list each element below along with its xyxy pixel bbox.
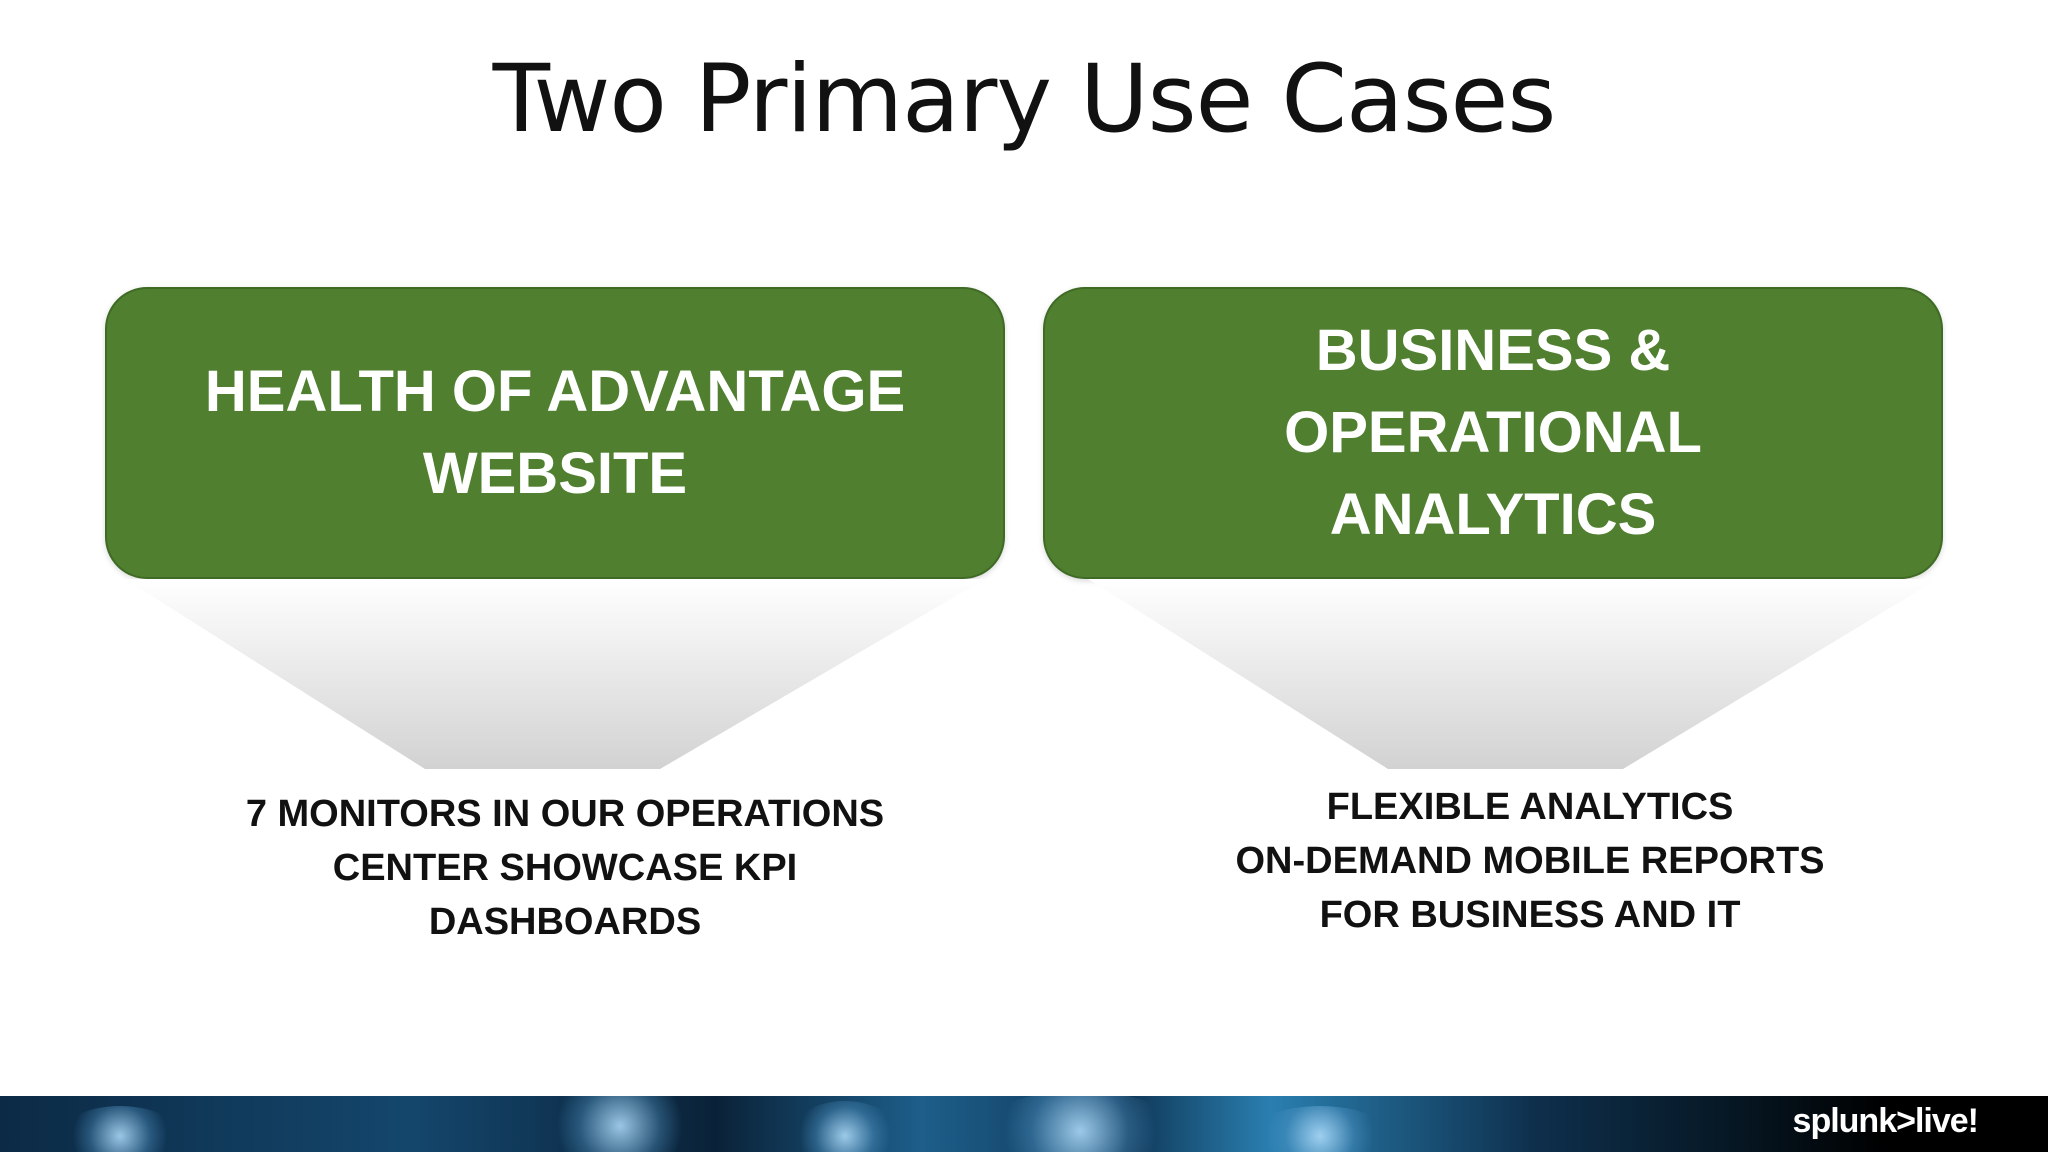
use-case-heading: HEALTH OF ADVANTAGE WEBSITE — [145, 351, 965, 515]
footer-banner: splunk>live! — [0, 1096, 2048, 1152]
footer-decoration — [60, 1106, 180, 1152]
funnel-shape — [125, 579, 985, 769]
splunk-live-logo: splunk>live! — [1792, 1102, 1979, 1140]
description-line: FOR BUSINESS AND IT — [1319, 894, 1741, 936]
footer-decoration — [1250, 1106, 1390, 1152]
use-case-description: 7 MONITORS IN OUR OPERATIONS CENTER SHOW… — [205, 787, 925, 949]
description-line: DASHBOARDS — [428, 901, 702, 943]
footer-decoration — [980, 1096, 1180, 1152]
use-case-card-health: HEALTH OF ADVANTAGE WEBSITE — [105, 287, 1005, 579]
footer-decoration — [790, 1101, 900, 1152]
use-case-heading-line: ANALYTICS — [1329, 482, 1657, 547]
description-line: ON-DEMAND MOBILE REPORTS — [1235, 840, 1825, 882]
footer-decoration — [540, 1096, 700, 1152]
use-case-card-analytics: BUSINESS & OPERATIONAL ANALYTICS — [1043, 287, 1943, 579]
description-line: CENTER SHOWCASE KPI — [332, 847, 798, 889]
description-line: 7 MONITORS IN OUR OPERATIONS — [245, 793, 885, 835]
use-case-description: FLEXIBLE ANALYTICS ON-DEMAND MOBILE REPO… — [1165, 780, 1895, 942]
slide-title: Two Primary Use Cases — [492, 45, 1557, 154]
description-line: FLEXIBLE ANALYTICS — [1326, 786, 1734, 828]
use-case-heading-line: BUSINESS & OPERATIONAL — [1284, 318, 1702, 465]
use-case-heading: BUSINESS & OPERATIONAL ANALYTICS — [1045, 310, 1941, 556]
funnel-shape — [1088, 579, 1938, 769]
use-case-heading-line: HEALTH OF ADVANTAGE — [204, 359, 906, 424]
use-case-heading-line: WEBSITE — [422, 441, 688, 506]
